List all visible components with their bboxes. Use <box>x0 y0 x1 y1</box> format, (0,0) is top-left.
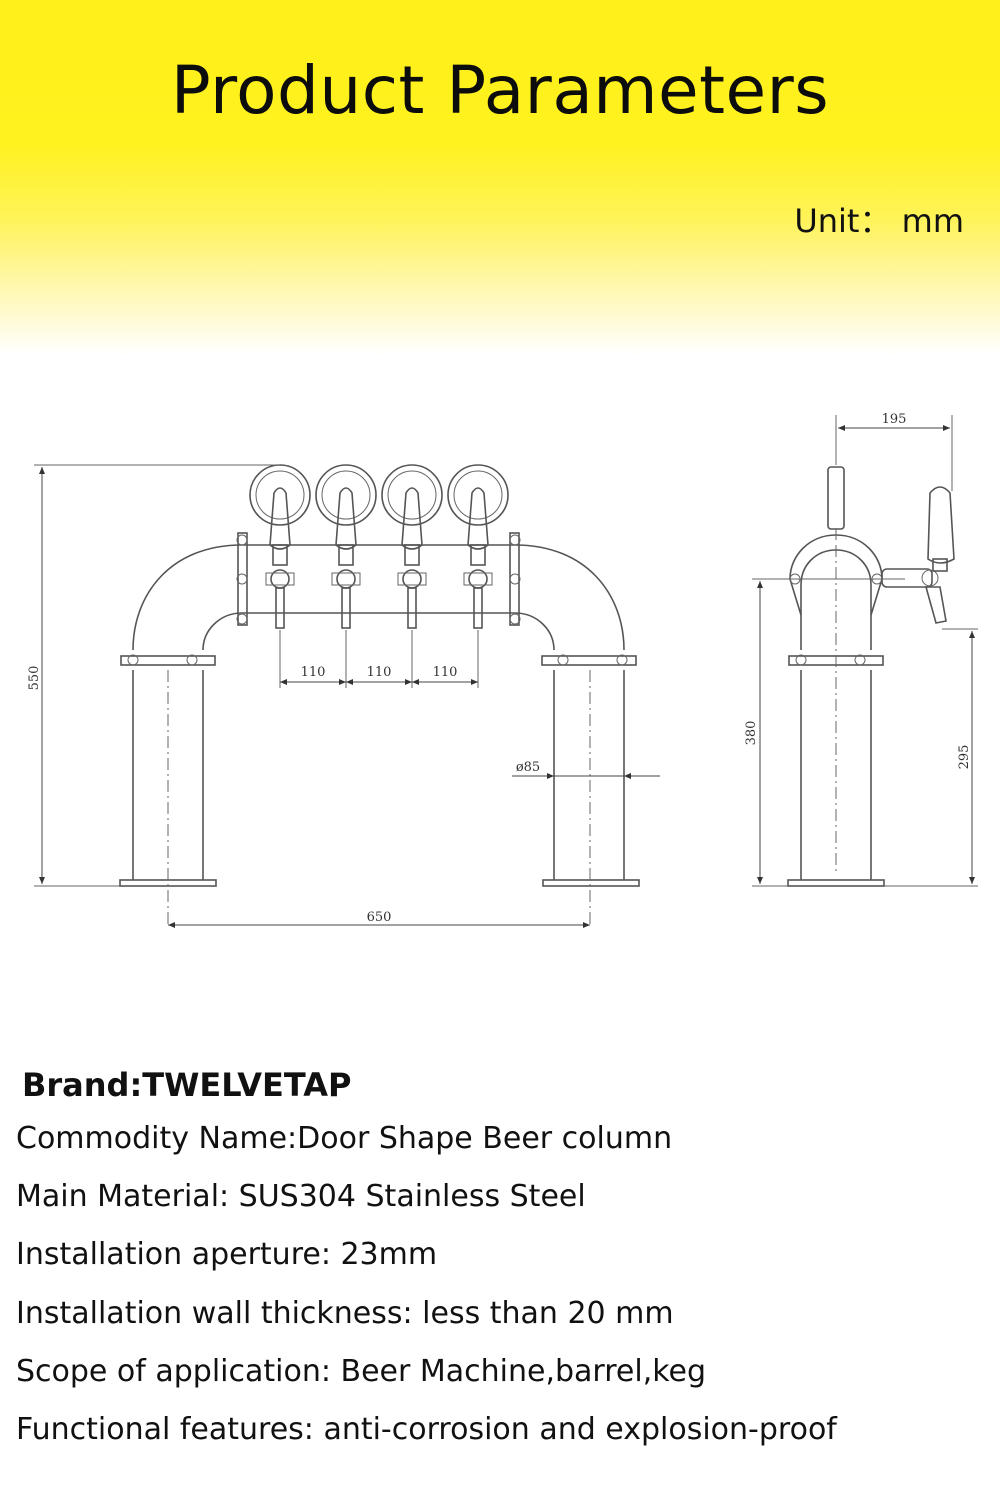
dim-tap-spacing-3: 110 <box>433 665 458 680</box>
spec-scope-of-application: Scope of application: Beer Machine,barre… <box>16 1353 707 1389</box>
header-banner: Product Parameters Unit： mm <box>0 0 1000 355</box>
dim-tap-spacing-1: 110 <box>301 665 326 680</box>
spec-main-material: Main Material: SUS304 Stainless Steel <box>16 1179 586 1215</box>
unit-label: Unit： mm <box>794 202 964 240</box>
dim-center-height: 380 <box>744 721 759 746</box>
dim-overall-width: 650 <box>367 910 392 925</box>
side-view: 195 380 295 <box>744 412 978 887</box>
spec-wall-thickness: Installation wall thickness: less than 2… <box>16 1295 674 1331</box>
front-view: 110 110 110 550 ø85 650 <box>27 464 660 928</box>
tap-1 <box>249 464 311 629</box>
tap-2 <box>315 464 377 629</box>
page-title: Product Parameters <box>170 52 830 129</box>
spec-list: Brand:TWELVETAP Commodity Name:Door Shap… <box>16 1060 986 1459</box>
tap-4 <box>447 464 509 629</box>
technical-drawing: 110 110 110 550 ø85 650 <box>27 412 978 928</box>
tap-3 <box>381 464 443 629</box>
dim-spout-height: 295 <box>957 745 972 770</box>
dim-tap-spacing-2: 110 <box>367 665 392 680</box>
dim-pipe-diameter: ø85 <box>516 760 540 775</box>
spec-functional-features: Functional features: anti-corrosion and … <box>16 1411 837 1447</box>
spec-brand: Brand:TWELVETAP <box>22 1066 352 1104</box>
dim-depth: 195 <box>882 412 907 427</box>
dim-overall-height: 550 <box>27 666 42 691</box>
spec-commodity-name: Commodity Name:Door Shape Beer column <box>16 1121 673 1156</box>
spec-installation-aperture: Installation aperture: 23mm <box>16 1237 438 1273</box>
